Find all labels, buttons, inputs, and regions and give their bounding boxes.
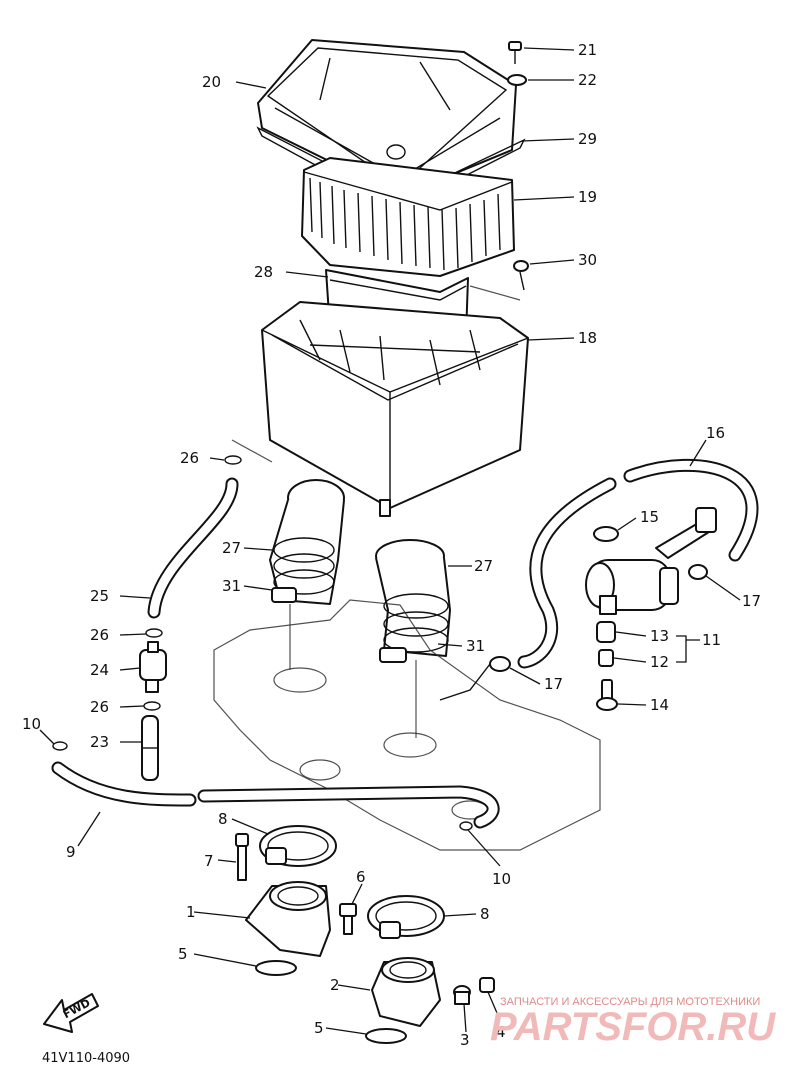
air-cut-valve	[585, 559, 679, 615]
callout-10-right: 10	[492, 870, 511, 888]
clip-26-low	[143, 701, 161, 711]
hose-25	[147, 477, 239, 619]
cap-3	[453, 985, 471, 1005]
callout-26-mid: 26	[90, 626, 109, 644]
callout-1: 1	[186, 903, 196, 921]
callout-5-upper: 5	[178, 945, 188, 963]
air-filter-element	[301, 157, 515, 277]
o-ring-5-lower	[365, 1028, 407, 1044]
air-cleaner-cover	[257, 39, 517, 197]
callout-28: 28	[254, 263, 273, 281]
hose-23	[141, 715, 159, 781]
clamp-17-upper	[688, 564, 708, 580]
callout-labels: 20 21 22 29 19 30 28 18 26 16 15 27 27 3…	[22, 41, 761, 1049]
callout-25: 25	[90, 587, 109, 605]
watermark-logo: PARTSFOR.RU	[490, 1005, 776, 1049]
callout-26-top: 26	[180, 449, 199, 467]
o-ring-5-upper	[255, 960, 297, 976]
callout-26-low: 26	[90, 698, 109, 716]
bolt-6	[339, 903, 357, 935]
callout-4: 4	[496, 1023, 506, 1041]
carburetor-assembly-outline	[213, 599, 601, 851]
callout-20: 20	[202, 73, 221, 91]
callout-14: 14	[650, 696, 669, 714]
callout-8-lower: 8	[480, 905, 490, 923]
hose-16	[623, 458, 759, 562]
clip-10-left	[52, 741, 68, 751]
leader-lines	[39, 47, 741, 1035]
forward-direction-arrow: FWD	[43, 993, 99, 1033]
callout-24: 24	[90, 661, 109, 679]
callout-30: 30	[578, 251, 597, 269]
clamp-17-lower	[439, 656, 511, 701]
callout-11: 11	[702, 631, 721, 649]
intake-boot-left	[269, 479, 345, 605]
callout-6: 6	[356, 868, 366, 886]
watermark-tagline: ЗАПЧАСТИ И АКСЕССУАРЫ ДЛЯ МОТОТЕХНИКИ	[500, 996, 760, 1008]
callout-10-left: 10	[22, 715, 41, 733]
fitting-13	[596, 621, 616, 643]
callout-9: 9	[66, 843, 76, 861]
clip-10-right	[459, 821, 473, 831]
callout-16: 16	[706, 424, 725, 442]
callout-15: 15	[640, 508, 659, 526]
bolt-7	[235, 833, 249, 881]
callout-21: 21	[578, 41, 597, 59]
air-cleaner-case	[231, 285, 529, 517]
callout-19: 19	[578, 188, 597, 206]
callout-22: 22	[578, 71, 597, 89]
callout-29: 29	[578, 130, 597, 148]
hose-16-lower	[517, 477, 617, 669]
clip-26-mid	[145, 628, 163, 638]
clip-26-top	[224, 455, 242, 465]
callout-5-lower: 5	[314, 1019, 324, 1037]
callout-31-left: 31	[222, 577, 241, 595]
callout-17-upper: 17	[742, 592, 761, 610]
breather-filter-24	[139, 641, 167, 693]
washer-22	[507, 74, 527, 86]
clamp-8-lower	[367, 895, 445, 939]
hose-9	[51, 761, 500, 829]
callout-8-upper: 8	[218, 810, 228, 828]
callout-3: 3	[460, 1031, 470, 1049]
callout-13: 13	[650, 627, 669, 645]
bolt-14	[596, 679, 618, 711]
callout-31-right: 31	[466, 637, 485, 655]
fitting-12	[598, 649, 614, 667]
cap-4	[479, 977, 495, 993]
screw-21	[508, 41, 522, 64]
callout-23: 23	[90, 733, 109, 751]
callout-17-lower: 17	[544, 675, 563, 693]
screw-30	[513, 260, 529, 291]
carburetor-joint-2	[371, 957, 441, 1027]
diagram-code: 41V110-4090	[42, 1051, 130, 1066]
intake-boot-right	[375, 539, 451, 663]
callout-12: 12	[650, 653, 669, 671]
callout-27-left: 27	[222, 539, 241, 557]
connector-15	[593, 507, 717, 559]
callout-27-right: 27	[474, 557, 493, 575]
callout-7: 7	[204, 852, 214, 870]
clamp-8-upper	[259, 825, 337, 867]
callout-2: 2	[330, 976, 340, 994]
callout-18: 18	[578, 329, 597, 347]
carburetor-joint-1	[245, 881, 331, 957]
